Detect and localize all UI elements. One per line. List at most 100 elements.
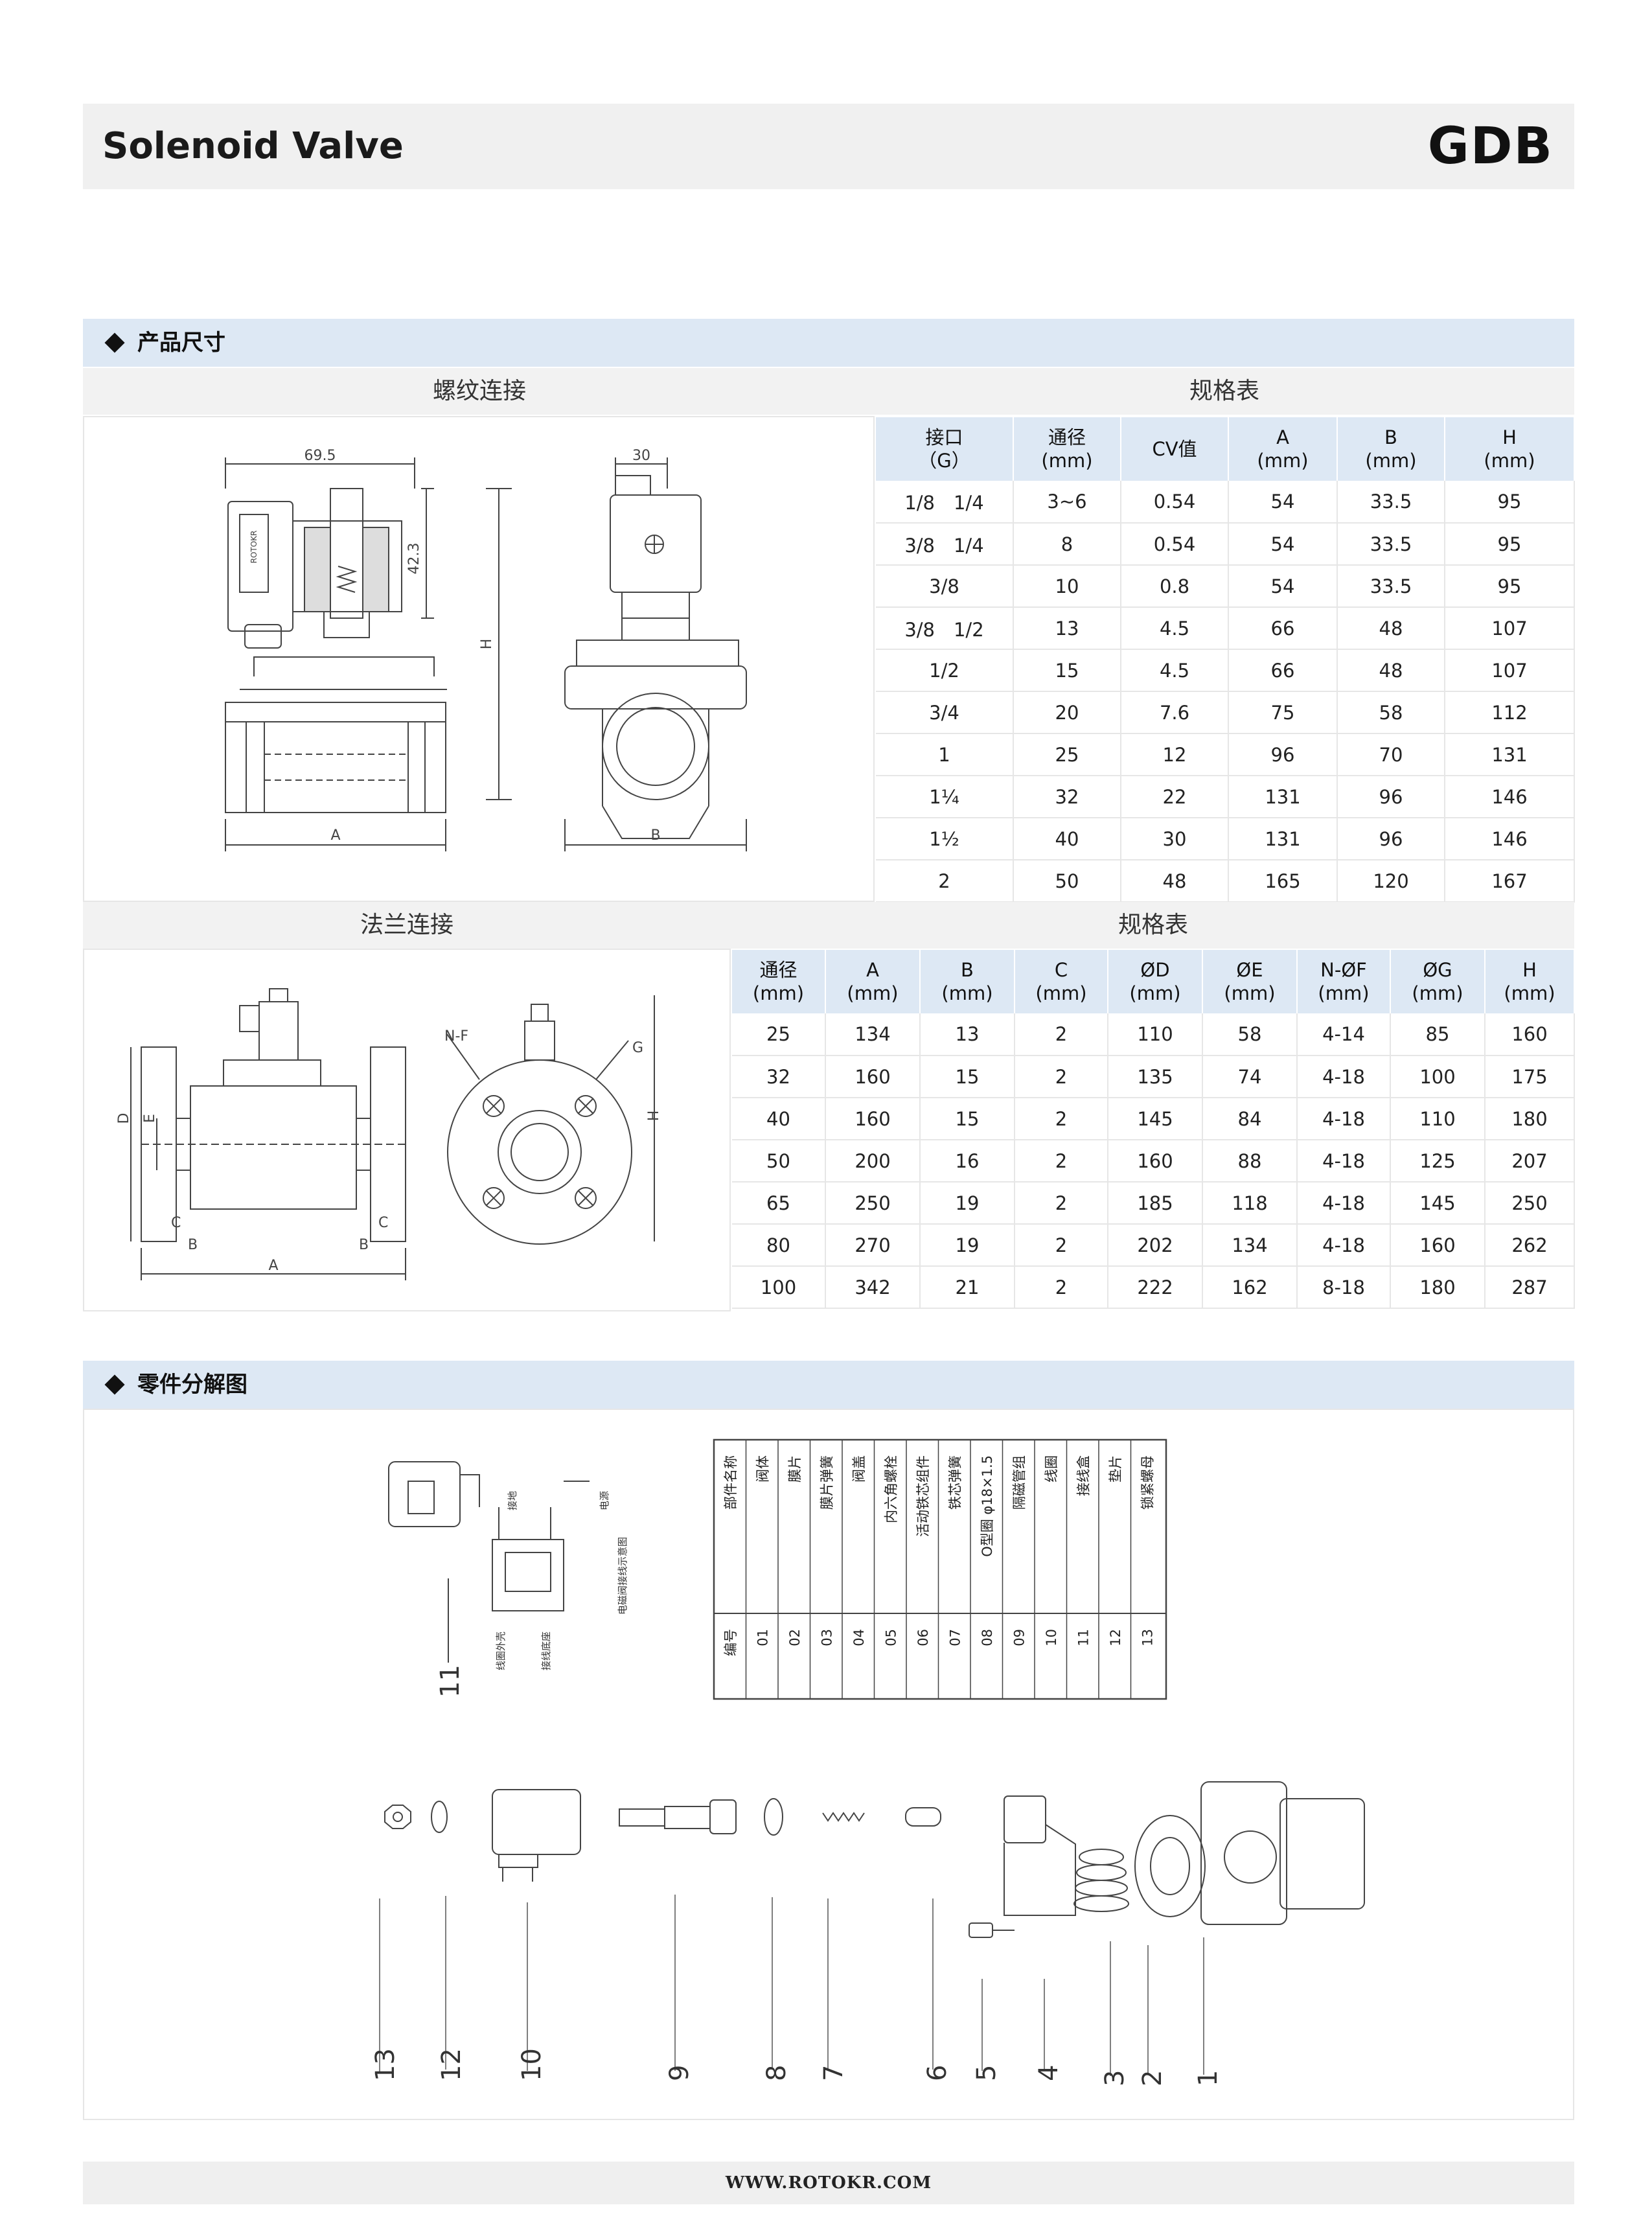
threaded-table-title: 规格表 — [1189, 378, 1260, 404]
table-cell: 48 — [1337, 649, 1445, 692]
table-cell: 22 — [1121, 776, 1229, 818]
table-cell: 107 — [1445, 607, 1575, 650]
diamond-bullet-icon — [104, 332, 125, 353]
flange-label-c-left: C — [171, 1215, 181, 1231]
col-header: N-ØF(mm) — [1297, 950, 1391, 1013]
exploded-view-drawing: 13 12 10 9 8 7 6 5 4 3 2 1 11 接地 电源 电磁阀接… — [371, 1438, 1365, 2086]
part-number-label: 4 — [1034, 2065, 1064, 2081]
part-name: 线圈 — [1044, 1455, 1059, 1483]
col-header: 通径(mm) — [732, 950, 826, 1013]
table-cell: 3/4 — [876, 691, 1014, 734]
table-cell: 160 — [1108, 1140, 1203, 1183]
parts-table-name-header: 部件名称 — [723, 1455, 739, 1510]
dim-label-side-width: 30 — [632, 448, 650, 464]
table-cell: 3~6 — [1013, 481, 1121, 524]
table-cell: 118 — [1202, 1182, 1298, 1225]
flange-label-b-left: B — [188, 1237, 198, 1253]
col-header: ØE(mm) — [1202, 950, 1298, 1013]
part-number: 13 — [1140, 1629, 1155, 1646]
table-cell: 107 — [1445, 649, 1575, 692]
table-cell: 0.54 — [1121, 523, 1229, 566]
threaded-spec-table: 接口（G） 通径(mm) CV值 A(mm) B(mm) H(mm) 1/8 1… — [876, 417, 1575, 903]
table-cell: 40 — [732, 1098, 826, 1140]
table-cell: 15 — [920, 1098, 1015, 1140]
threaded-drawing-panel: 69.5 42.3 H A 30 B ROTOKR — [83, 416, 875, 902]
table-cell: 120 — [1337, 860, 1445, 903]
table-cell: 110 — [1108, 1013, 1203, 1056]
table-cell: 25 — [732, 1013, 826, 1056]
footer-url: WWW.ROTOKR.COM — [83, 2162, 1574, 2204]
table-cell: 25 — [1013, 733, 1121, 776]
table-cell: 48 — [1337, 607, 1445, 650]
table-cell: 2 — [1015, 1182, 1108, 1225]
part-name: 活动铁芯组件 — [915, 1455, 931, 1537]
table-cell: 250 — [1485, 1182, 1575, 1225]
table-cell: 50 — [732, 1140, 826, 1183]
part-name: 阀体 — [755, 1455, 770, 1483]
table-cell: 96 — [1337, 776, 1445, 818]
table-cell: 95 — [1445, 565, 1575, 608]
table-cell: 110 — [1390, 1098, 1486, 1140]
table-cell: 32 — [1013, 776, 1121, 818]
part-number: 03 — [819, 1629, 834, 1646]
threaded-label: 螺纹连接 — [433, 378, 527, 404]
part-number: 11 — [1075, 1629, 1091, 1646]
table-cell: 96 — [1337, 818, 1445, 860]
dim-label-length: A — [330, 827, 340, 844]
table-cell: 15 — [1013, 649, 1121, 692]
part-name: 接线盒 — [1075, 1455, 1091, 1496]
table-cell: 145 — [1108, 1098, 1203, 1140]
table-cell: 146 — [1445, 818, 1575, 860]
table-cell: 131 — [1228, 818, 1338, 860]
flanged-table-header: 通径(mm) A(mm) B(mm) C(mm) ØD(mm) ØE(mm) N… — [732, 950, 1575, 1013]
header-banner: Solenoid Valve GDB — [83, 104, 1574, 189]
table-cell: 342 — [825, 1266, 921, 1309]
table-cell: 80 — [732, 1224, 826, 1267]
threaded-valve-drawing: 69.5 42.3 H A 30 B ROTOKR — [225, 448, 747, 851]
table-cell: 100 — [1390, 1056, 1486, 1098]
flanged-label: 法兰连接 — [360, 912, 454, 938]
table-cell: 1¼ — [876, 776, 1014, 818]
part-number: 06 — [915, 1629, 931, 1646]
part-number: 08 — [980, 1629, 995, 1646]
table-cell: 207 — [1485, 1140, 1575, 1183]
part-name: 膜片 — [787, 1455, 803, 1483]
table-cell: 287 — [1485, 1266, 1575, 1309]
part-number-label: 2 — [1138, 2070, 1167, 2086]
table-cell: 85 — [1390, 1013, 1486, 1056]
col-header: 接口（G） — [876, 417, 1014, 481]
section-title: 零件分解图 — [137, 1372, 247, 1398]
col-header: A(mm) — [1228, 417, 1338, 481]
flange-label-h: H — [646, 1111, 662, 1122]
col-header: B(mm) — [1337, 417, 1445, 481]
table-cell: 2 — [1015, 1098, 1108, 1140]
table-cell: 131 — [1228, 776, 1338, 818]
part-number-label: 10 — [517, 2048, 547, 2081]
table-cell: 4-18 — [1297, 1182, 1391, 1225]
flange-label-a: A — [268, 1258, 278, 1274]
table-cell: 20 — [1013, 691, 1121, 734]
col-header: H(mm) — [1445, 417, 1575, 481]
table-cell: 58 — [1337, 691, 1445, 734]
col-header: A(mm) — [825, 950, 921, 1013]
table-cell: 180 — [1390, 1266, 1486, 1309]
part-number-label: 6 — [923, 2065, 952, 2081]
parts-table-number-header: 编号 — [723, 1629, 739, 1656]
table-cell: 3/8 — [876, 565, 1014, 608]
page-title: Solenoid Valve — [102, 125, 404, 167]
col-header: H(mm) — [1485, 950, 1575, 1013]
table-cell: 134 — [825, 1013, 921, 1056]
table-cell: 21 — [920, 1266, 1015, 1309]
table-cell: 131 — [1445, 733, 1575, 776]
table-cell: 54 — [1228, 565, 1338, 608]
table-cell: 1/8 1/4 — [876, 481, 1014, 524]
rotokr-logo-on-coil: ROTOKR — [249, 531, 258, 564]
dim-label-coil-height: 42.3 — [406, 543, 422, 575]
flanged-spec-table: 通径(mm) A(mm) B(mm) C(mm) ØD(mm) ØE(mm) N… — [732, 950, 1575, 1309]
